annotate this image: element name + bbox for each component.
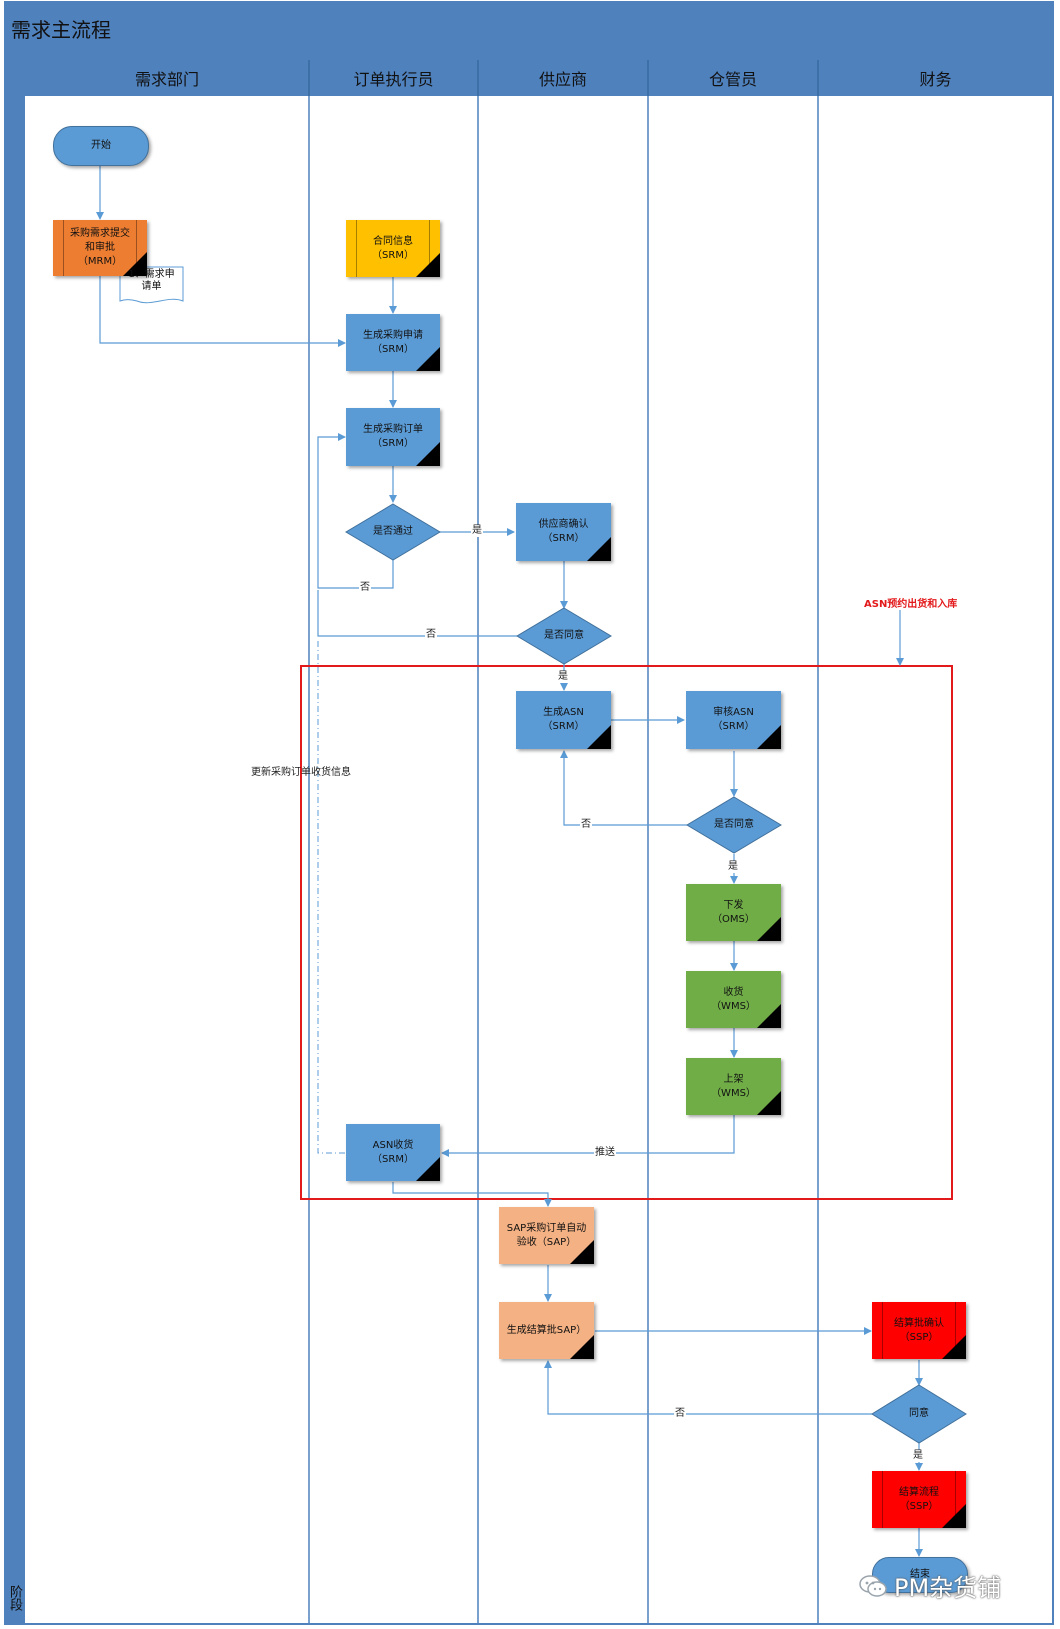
lane-header-demand: 需求部门: [134, 70, 199, 89]
node-label: 合同信息 （SRM）: [372, 235, 414, 261]
decision-finance-agree: [871, 1384, 967, 1444]
phase-label: 阶段: [7, 1585, 22, 1611]
lane-header-band: [25, 60, 1053, 96]
node-review-asn: 审核ASN （SRM）: [686, 691, 781, 749]
decision-approve-pass-label: 是否通过: [373, 526, 413, 537]
edge-label-no: 否: [580, 819, 592, 831]
title-bar: [5, 2, 1053, 60]
node-supplier-confirm: 供应商确认 （SRM）: [516, 503, 611, 561]
annotation-asn: ASN预约出货和入库: [864, 599, 958, 610]
lane-header-order-exec: 订单执行员: [353, 70, 434, 89]
edge-label-yes: 是: [471, 525, 483, 537]
watermark: PM杂货铺: [858, 1568, 1001, 1603]
node-settlement-flow: 结算流程 （SSP）: [872, 1471, 966, 1528]
node-label: 生成采购订单 （SRM）: [363, 424, 423, 449]
node-sap-auto-accept: SAP采购订单自动 验收（SAP）: [499, 1207, 594, 1264]
edge-label-no: 否: [425, 629, 437, 641]
node-label: 收货 （WMS）: [711, 986, 756, 1012]
node-gen-purchase-request: 生成采购申请 （SRM）: [346, 314, 440, 371]
node-label: 供应商确认 （SRM）: [538, 519, 589, 544]
watermark-text: PM杂货铺: [894, 1574, 1002, 1602]
lane-header-warehouse: 仓管员: [708, 70, 757, 89]
node-label: ASN收货 （SRM）: [372, 1139, 414, 1165]
decision-finance-agree-label: 同意: [909, 1408, 929, 1419]
decision-approve-pass: [345, 503, 441, 561]
node-receive: 收货 （WMS）: [686, 971, 781, 1028]
node-settlement-confirm: 结算批确认 （SSP）: [872, 1302, 966, 1359]
edge-label-yes: 是: [912, 1450, 924, 1462]
node-dispatch: 下发 （OMS）: [686, 884, 781, 941]
decision-supplier-agree: [516, 607, 612, 665]
node-label: SAP采购订单自动 验收（SAP）: [506, 1222, 587, 1248]
node-gen-purchase-order: 生成采购订单 （SRM）: [346, 408, 440, 466]
decision-supplier-agree-label: 是否同意: [544, 630, 584, 641]
edge-label-no: 否: [674, 1408, 686, 1420]
node-label: 审核ASN （SRM）: [712, 707, 755, 732]
node-purchase-request: 采购需求提交 和审批 （MRM）: [53, 220, 147, 276]
outer-frame: [4, 1, 1054, 1625]
edge-label-push: 推送: [594, 1147, 616, 1159]
highlight-region: [300, 665, 953, 1200]
node-label: 上架 （WMS）: [711, 1073, 756, 1099]
edge-label-yes: 是: [727, 861, 739, 873]
edge-label-no: 否: [359, 582, 371, 594]
start-node: 开始: [53, 126, 149, 166]
node-label: 结算批确认 （SSP）: [894, 1317, 944, 1343]
lane-header-supplier: 供应商: [538, 70, 587, 89]
node-gen-asn: 生成ASN （SRM）: [516, 691, 611, 749]
node-doc-request: 1、需求申 请单: [128, 269, 175, 292]
node-label: 结算流程 （SSP）: [899, 1486, 939, 1512]
node-gen-settlement: 生成结算批SAP）: [499, 1302, 594, 1359]
node-label: 生成结算批SAP）: [506, 1324, 587, 1336]
lane-header-finance: 财务: [919, 70, 952, 89]
node-label: 生成采购申请 （SRM）: [363, 329, 423, 355]
decision-warehouse-agree-label: 是否同意: [714, 819, 754, 830]
node-label: 下发 （OMS）: [712, 899, 755, 925]
page-title: 需求主流程: [11, 18, 111, 42]
node-shelve: 上架 （WMS）: [686, 1058, 781, 1115]
wechat-icon: [859, 1574, 887, 1597]
decision-warehouse-agree: [686, 796, 782, 854]
node-contract-info: 合同信息 （SRM）: [346, 220, 440, 277]
phase-column: [5, 60, 25, 1624]
node-asn-receive: ASN收货 （SRM）: [346, 1124, 440, 1181]
node-label: 生成ASN （SRM）: [542, 707, 585, 732]
end-node: 结束: [872, 1557, 968, 1593]
edge-label-yes: 是: [557, 671, 569, 683]
update-info-label: 更新采购订单收货信息: [251, 767, 351, 778]
node-label: 采购需求提交 和审批 （MRM）: [70, 228, 130, 267]
